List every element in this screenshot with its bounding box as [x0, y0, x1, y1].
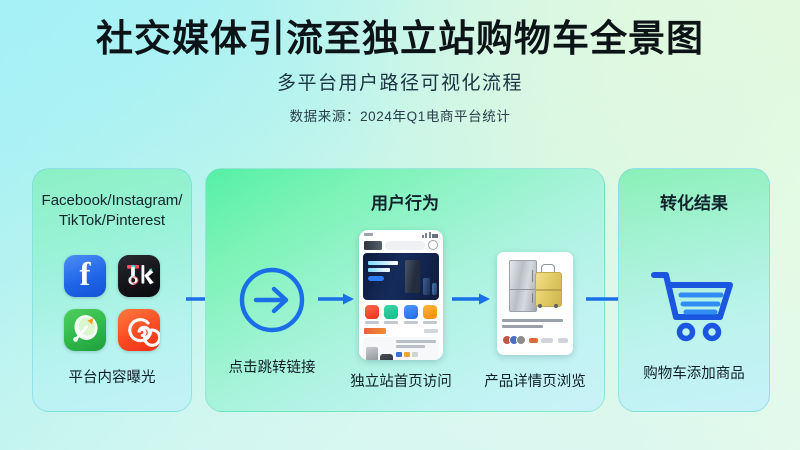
- click-link-icon[interactable]: [236, 264, 308, 336]
- avatar: [516, 335, 526, 345]
- promo-banner[interactable]: [363, 253, 439, 300]
- status-icons: [421, 231, 438, 238]
- banner-cta-button[interactable]: [368, 276, 384, 281]
- douyin-glyph: [73, 315, 98, 342]
- xiaohongshu-icon[interactable]: [118, 309, 160, 351]
- category-item[interactable]: [384, 305, 399, 324]
- panel-source-title-line1: Facebook/Instagram/: [41, 192, 183, 209]
- phone-status-bar: [359, 230, 443, 239]
- phone-search-row: [359, 239, 443, 253]
- panel-result-title: 转化结果: [660, 194, 728, 213]
- product-thumbnails: [366, 340, 393, 360]
- facebook-glyph: f: [79, 257, 91, 293]
- footer-meta: [558, 337, 568, 343]
- app-icon-grid: f: [64, 255, 160, 351]
- tiktok-glyph: [127, 265, 154, 285]
- arrow-step2-to-step3: [452, 293, 490, 305]
- homepage-phone-mockup[interactable]: [359, 230, 443, 360]
- product-text: [396, 339, 436, 361]
- section-more-link[interactable]: [424, 328, 438, 333]
- banner-text: [368, 261, 398, 281]
- suitcase-wheel: [538, 304, 542, 308]
- suitcase-wheel: [554, 304, 558, 308]
- product-detail-card[interactable]: [497, 252, 573, 355]
- avatar-stack: [502, 335, 526, 345]
- product-footer: [497, 331, 573, 345]
- facebook-icon[interactable]: f: [64, 255, 106, 297]
- step-caption-click-link: 点击跳转链接: [228, 360, 316, 376]
- search-input[interactable]: [385, 240, 425, 250]
- page-title: 社交媒体引流至独立站购物车全景图: [96, 18, 704, 59]
- category-item[interactable]: [364, 305, 379, 324]
- panel-behavior-title: 用户行为: [371, 194, 439, 213]
- status-time: [364, 233, 373, 236]
- step-caption-product-detail: 产品详情页浏览: [484, 374, 586, 390]
- header: 社交媒体引流至独立站购物车全景图 多平台用户路径可视化流程 数据来源：2024年…: [0, 18, 800, 125]
- banner-product-c: [432, 283, 437, 295]
- category-item[interactable]: [403, 305, 418, 324]
- banner-product-a: [405, 260, 420, 293]
- product-list-item[interactable]: [363, 336, 439, 361]
- spiral-glyph: [128, 318, 160, 347]
- step-caption-homepage-visit: 独立站首页访问: [350, 374, 452, 390]
- panel-source-platforms: Facebook/Instagram/ TikTok/Pinterest f: [32, 168, 192, 412]
- app-logo: [364, 240, 382, 250]
- tiktok-icon[interactable]: [118, 255, 160, 297]
- data-source-note: 数据来源：2024年Q1电商平台统计: [289, 109, 511, 125]
- douyin-icon[interactable]: [64, 309, 106, 351]
- bell-icon[interactable]: [428, 240, 438, 250]
- cart-icon-wrap: [650, 269, 738, 348]
- arrow-step1-to-step2: [318, 293, 354, 305]
- section-title: [364, 327, 386, 334]
- banner-product-b: [423, 278, 430, 295]
- page-subtitle: 多平台用户路径可视化流程: [276, 73, 523, 95]
- shopping-cart-icon[interactable]: [650, 269, 738, 343]
- product-description: [497, 316, 573, 328]
- result-caption: 购物车添加商品: [643, 366, 745, 382]
- suitcase-handle: [541, 264, 555, 274]
- category-item[interactable]: [423, 305, 438, 324]
- product-images: [497, 252, 573, 316]
- panel-source-title: Facebook/Instagram/ TikTok/Pinterest: [33, 191, 191, 232]
- panel-conversion-result: 转化结果 购物车添加商品: [618, 168, 770, 412]
- footer-tag: [529, 337, 538, 343]
- category-shortcuts: [359, 300, 443, 326]
- footer-tag: [541, 337, 553, 343]
- panel-source-title-line2: TikTok/Pinterest: [58, 212, 166, 230]
- suitcase-image: [535, 272, 562, 307]
- section-header: [359, 326, 443, 335]
- source-caption: 平台内容曝光: [68, 370, 156, 386]
- refrigerator-image: [509, 260, 537, 312]
